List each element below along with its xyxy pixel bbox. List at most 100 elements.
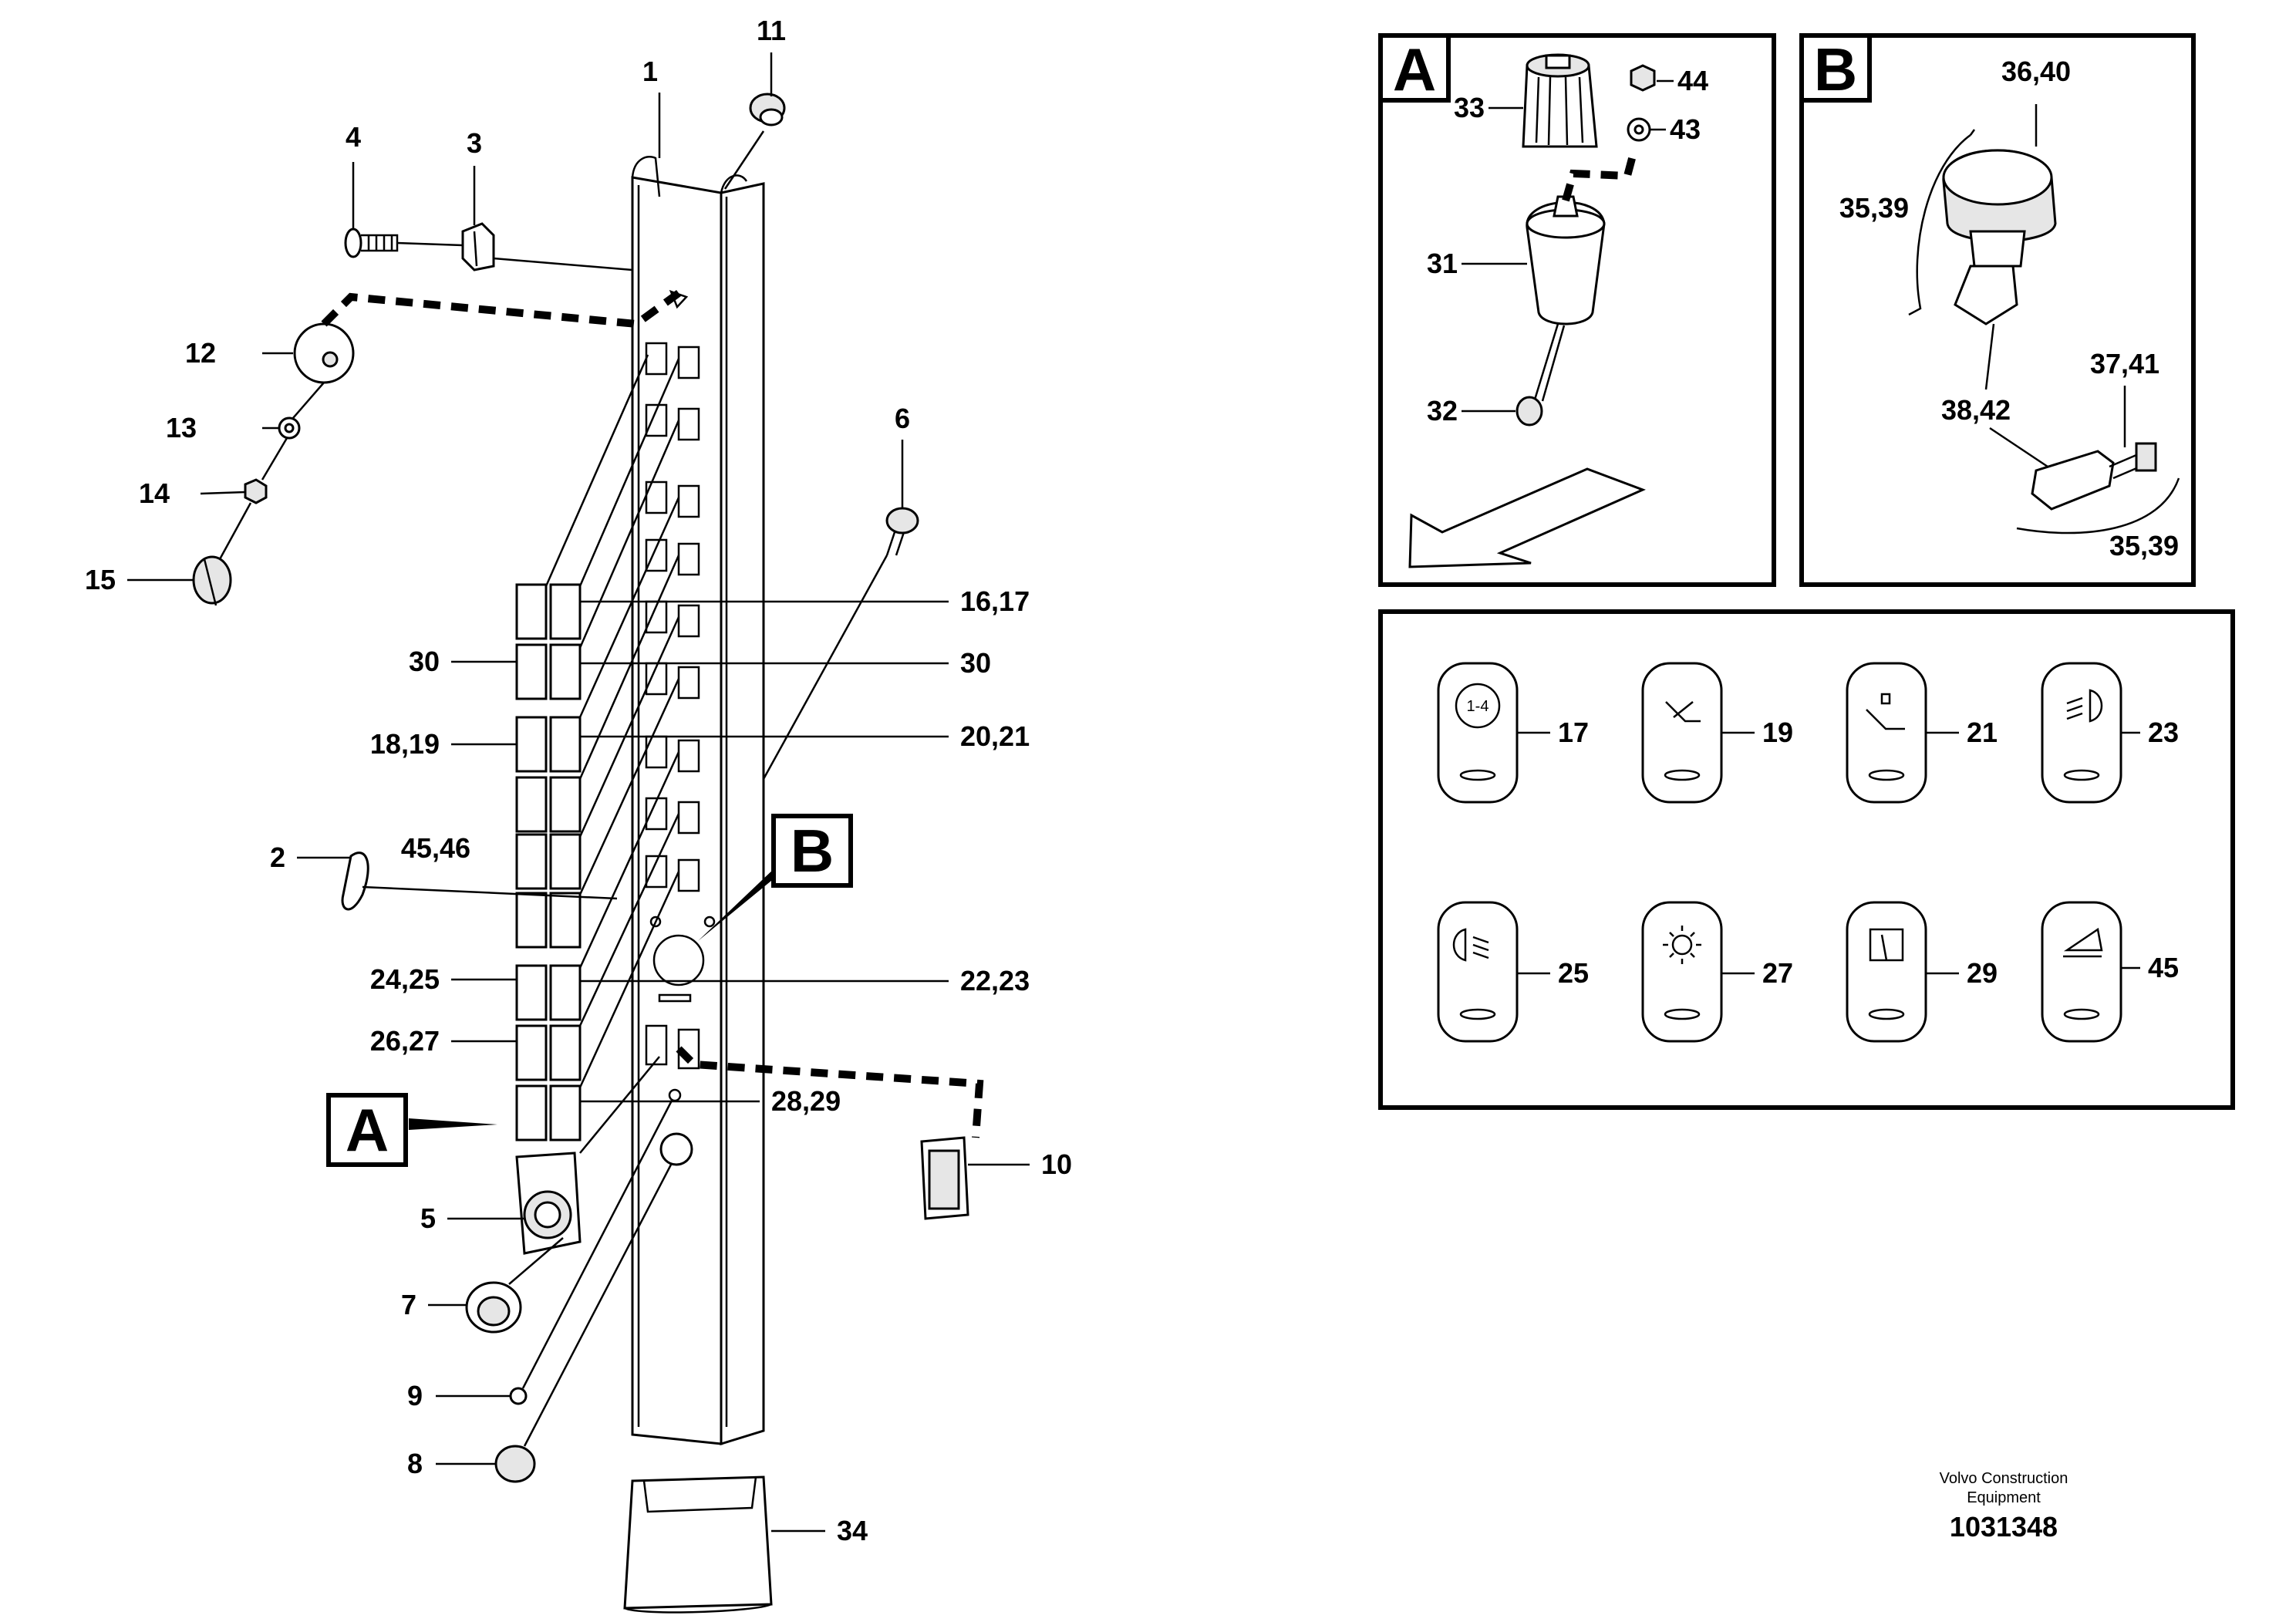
label-31: 31 <box>1427 248 1458 279</box>
label-13: 13 <box>166 412 197 443</box>
label-7: 7 <box>401 1289 416 1320</box>
main-labels: 1 4 3 11 6 12 13 14 15 2 30 18,19 45,46 … <box>85 15 1072 1546</box>
label-3: 3 <box>467 127 482 159</box>
label-switch-45: 45 <box>2148 952 2179 983</box>
cup-holder-part-31 <box>1526 195 1606 325</box>
ignition-switch-part-36 <box>1942 149 2057 268</box>
nut-part-14 <box>244 478 268 504</box>
label-switch-21: 21 <box>1967 717 1998 748</box>
label-5: 5 <box>420 1202 436 1234</box>
main-assembly: A B <box>85 15 1072 1614</box>
label-34: 34 <box>837 1515 868 1546</box>
label-16-17: 16,17 <box>960 585 1030 617</box>
worklight-rear-icon <box>1452 928 1489 962</box>
label-30-left: 30 <box>409 646 440 677</box>
label-33: 33 <box>1454 92 1485 123</box>
callout-a-arrow <box>409 1118 497 1130</box>
label-12: 12 <box>185 337 216 369</box>
key-switch-part-5 <box>515 1152 582 1255</box>
rear-wiper-icon <box>1869 928 1904 962</box>
switch-25: 25 <box>1437 901 1589 1043</box>
label-22-23: 22,23 <box>960 965 1030 996</box>
nut-part-44 <box>1630 64 1656 92</box>
label-switch-25: 25 <box>1558 957 1589 989</box>
gear-1-4-icon: 1-4 <box>1467 698 1489 715</box>
key-part-37 <box>2031 442 2157 511</box>
label-switch-23: 23 <box>2148 717 2179 748</box>
plug-part-9 <box>509 1387 528 1405</box>
label-switch-29: 29 <box>1967 957 1998 989</box>
label-4: 4 <box>346 121 361 153</box>
switch-21: 21 <box>1846 662 1998 804</box>
switch-23: 23 <box>2041 662 2179 804</box>
label-36-40: 36,40 <box>2001 56 2071 87</box>
label-35-39-top: 35,39 <box>1839 192 1909 224</box>
detail-a-panel: A 33 44 <box>1378 33 1776 587</box>
rotary-switch-part-12 <box>262 322 355 384</box>
callout-a: A <box>326 1093 497 1167</box>
footer: Volvo Construction Equipment 1031348 <box>1940 1470 2068 1543</box>
callout-b-letter: B <box>791 817 834 885</box>
label-45-46: 45,46 <box>401 832 470 864</box>
callout-a-letter: A <box>346 1096 389 1164</box>
switch-19: 19 <box>1641 662 1793 804</box>
detail-a-title: A <box>1393 35 1436 103</box>
wiper-icon <box>1665 701 1701 723</box>
label-15: 15 <box>85 564 116 595</box>
leader-lines <box>127 52 1030 1533</box>
screw-part-4 <box>344 228 399 258</box>
label-8: 8 <box>407 1448 423 1479</box>
label-2: 2 <box>270 841 285 873</box>
label-11: 11 <box>757 15 786 46</box>
label-14: 14 <box>139 477 170 509</box>
screw-part-6 <box>885 507 919 556</box>
label-28-29: 28,29 <box>771 1085 841 1117</box>
label-37-41: 37,41 <box>2090 348 2159 379</box>
switch-29: 29 <box>1846 901 1998 1043</box>
bottom-cover <box>623 1475 773 1614</box>
detail-a-dash <box>1562 151 1637 202</box>
detail-b-title: B <box>1814 35 1857 103</box>
screw-part-32 <box>1515 323 1566 427</box>
clip-part-3 <box>461 222 495 271</box>
label-18-19: 18,19 <box>370 728 440 760</box>
label-43: 43 <box>1670 113 1701 145</box>
knob-part-15 <box>192 555 232 606</box>
label-32: 32 <box>1427 395 1458 427</box>
label-30-right: 30 <box>960 647 991 679</box>
label-6: 6 <box>895 403 910 434</box>
label-9: 9 <box>407 1380 423 1411</box>
relay-part-10 <box>920 1136 969 1220</box>
label-10: 10 <box>1041 1148 1072 1180</box>
label-38-42: 38,42 <box>1941 394 2011 426</box>
detail-b-panel: B 36,40 35,39 38,42 37,41 35,39 <box>1799 33 2196 587</box>
bolt-part-11 <box>749 93 786 126</box>
label-24-25: 24,25 <box>370 963 440 995</box>
label-35-39-bottom: 35,39 <box>2109 530 2179 561</box>
worklight-front-icon <box>2066 689 2103 723</box>
cap-part-7 <box>465 1281 522 1334</box>
plate-part-2 <box>341 851 369 911</box>
slope-icon <box>2063 927 2103 958</box>
column-post <box>631 156 765 1446</box>
harness-lower <box>676 1046 984 1138</box>
label-1: 1 <box>642 56 658 87</box>
key-part-38 <box>1954 265 2018 325</box>
beacon-icon <box>1663 926 1701 964</box>
callout-b: B <box>698 814 853 941</box>
plug-part-8 <box>494 1445 536 1483</box>
label-switch-17: 17 <box>1558 717 1589 748</box>
label-26-27: 26,27 <box>370 1025 440 1057</box>
switch-45: 45 <box>2041 901 2179 1043</box>
company-name-line2: Equipment <box>1967 1489 2041 1506</box>
switch-stack <box>515 354 680 1141</box>
switch-symbol-panel: 1-4 17 19 21 23 <box>1378 609 2235 1110</box>
harness-upper <box>321 289 681 329</box>
label-switch-27: 27 <box>1762 957 1793 989</box>
company-name-line1: Volvo Construction <box>1940 1470 2068 1487</box>
drawing-number: 1031348 <box>1950 1511 2058 1543</box>
washer-part-13 <box>278 416 301 440</box>
callout-b-arrow <box>698 868 775 941</box>
cap-part-33 <box>1522 53 1598 148</box>
